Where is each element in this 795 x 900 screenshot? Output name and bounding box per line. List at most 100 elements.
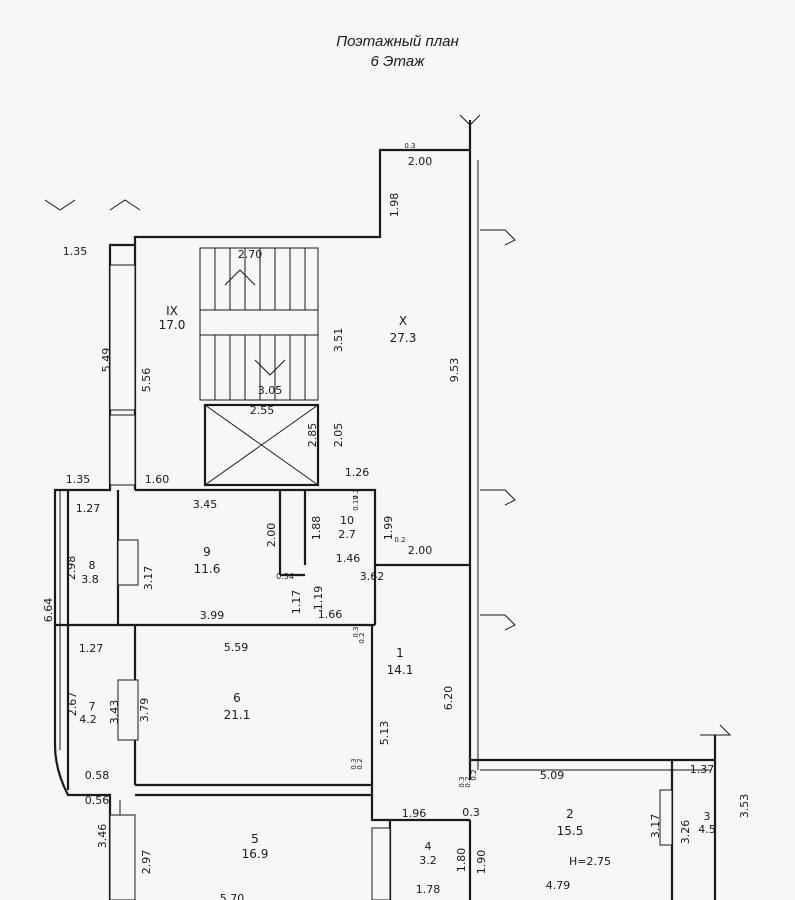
dimension-label: 1.35 [63, 245, 88, 258]
room-id: 3 [704, 810, 711, 823]
dimension-label: 1.27 [76, 502, 101, 515]
room-area: 4.2 [79, 713, 97, 726]
room-id: 9 [203, 545, 211, 559]
dimension-label: 3.99 [200, 609, 225, 622]
dimension-label: 2.00 [408, 155, 433, 168]
dimension-label: 5.13 [378, 721, 391, 746]
small-mark: 0.3 [352, 626, 360, 637]
dimension-label: 1.19 [312, 586, 325, 611]
stair-arrows [224, 269, 286, 376]
room-id: 5 [251, 832, 259, 846]
window [659, 789, 673, 846]
dimension-label: 5.59 [224, 641, 249, 654]
room-area: 16.9 [242, 847, 269, 861]
room-area: 14.1 [387, 663, 414, 677]
dimension-label: 3.62 [360, 570, 385, 583]
dimension-label: 2.00 [265, 523, 278, 548]
dimension-label: 1.46 [336, 552, 361, 565]
dimension-label: 5.09 [540, 769, 565, 782]
window [117, 679, 139, 741]
small-mark: 0.2 [464, 776, 472, 787]
windows [109, 264, 673, 900]
dimension-label: 5.56 [140, 368, 153, 393]
dimension-labels: 2.00 1.98 1.35 2.70 5.49 5.56 3.51 9.53 … [42, 155, 751, 900]
dimension-label: 0.56 [85, 794, 110, 807]
dimension-label: 0.34 [276, 572, 294, 581]
room-id: X [399, 314, 407, 328]
dimension-label: 1.60 [145, 473, 170, 486]
small-mark: 0.2 [470, 769, 478, 780]
dimension-label: 2.00 [408, 544, 433, 557]
small-mark: 0.2 [352, 488, 360, 499]
break-markers [44, 114, 732, 736]
floor-label: 6 Этаж [370, 53, 425, 70]
outer-walls [53, 120, 717, 900]
dimension-label: 3.46 [96, 824, 109, 849]
dimension-label: 3.17 [649, 814, 662, 839]
small-mark: 0.3 [350, 758, 358, 769]
small-mark: 0.2 [356, 758, 364, 769]
dimension-label: 2.97 [140, 850, 153, 875]
dimension-label: 1.37 [690, 763, 715, 776]
room-partitions [55, 490, 674, 900]
dimension-label: 1.90 [475, 850, 488, 875]
dimension-label: 1.80 [455, 848, 468, 873]
room-area: 15.5 [557, 824, 584, 838]
dimension-label: 5.49 [100, 348, 113, 373]
room-id: 1 [396, 646, 404, 660]
dimension-label: 1.27 [79, 642, 104, 655]
dimension-label: 3.51 [332, 328, 345, 353]
room-id: 6 [233, 691, 241, 705]
dimension-label: 3.53 [738, 794, 751, 819]
room-id: 10 [340, 514, 354, 527]
dimension-label: 3.26 [679, 820, 692, 845]
walls [53, 120, 717, 900]
small-mark: 0.3 [458, 776, 466, 787]
room-id: 4 [425, 840, 432, 853]
small-marks: 0.3 0.2 0.3 0.2 0.2 0.17 0.2 0.3 0.2 0.3… [350, 142, 478, 788]
window [117, 539, 139, 586]
room-area: 21.1 [224, 708, 251, 722]
dimension-label: 6.20 [442, 686, 455, 711]
room-labels: IX 17.0 X 27.3 1 14.1 2 15.5 H=2.75 3 4.… [79, 304, 716, 868]
dimension-label: 9.53 [448, 358, 461, 383]
dimension-label: 3.79 [138, 698, 151, 723]
dimension-label: 4.79 [546, 879, 571, 892]
room-area: 2.7 [338, 528, 356, 541]
lift-cross [204, 404, 319, 486]
lift-shaft [203, 403, 320, 487]
room-id: 2 [566, 807, 574, 821]
dimension-label: 2.70 [238, 248, 263, 261]
dimension-label: 1.66 [318, 608, 343, 621]
dimension-label: 5.70 [220, 892, 245, 900]
dimension-label: 0.3 [462, 806, 480, 819]
small-mark: 0.2 [358, 632, 366, 643]
small-mark: 0.2 [394, 536, 405, 544]
dimension-label: 0.58 [85, 769, 110, 782]
stairwell [199, 247, 319, 401]
dimension-label: 2.98 [65, 556, 78, 581]
dimension-label: 1.78 [416, 883, 441, 896]
dimension-label: 6.64 [42, 598, 55, 623]
room-id: 7 [89, 700, 96, 713]
dimension-label: 3.45 [193, 498, 218, 511]
dimension-label: 1.26 [345, 466, 370, 479]
dimension-label: 1.96 [402, 807, 427, 820]
dimension-label: 2.67 [66, 692, 79, 717]
dimension-label: 1.99 [382, 516, 395, 541]
dimension-label: 1.98 [388, 193, 401, 218]
dimension-label: 3.43 [108, 700, 121, 725]
room-id: IX [166, 304, 178, 318]
small-mark: 0.17 [352, 495, 360, 511]
room-area: 3.2 [419, 854, 437, 867]
room-area: 11.6 [194, 562, 221, 576]
stair-treads-lower [214, 335, 306, 400]
room-id: 8 [89, 559, 96, 572]
room-area: 3.8 [81, 573, 99, 586]
dimension-label: 1.88 [310, 516, 323, 541]
dimension-label: 1.17 [290, 590, 303, 615]
plan-title: Поэтажный план [336, 33, 459, 50]
dimension-label: 2.85 [306, 423, 319, 448]
window [109, 814, 136, 900]
